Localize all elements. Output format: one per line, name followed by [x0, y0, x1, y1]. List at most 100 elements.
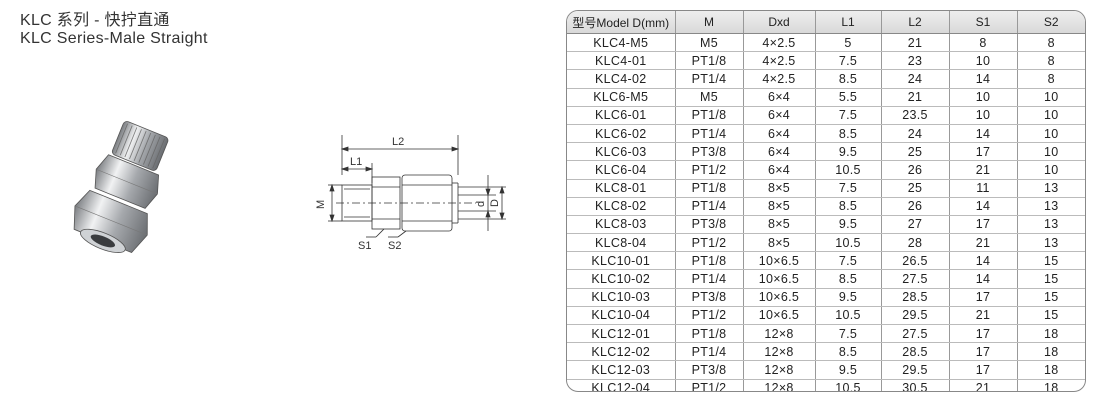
table-cell: 12×8: [743, 379, 816, 391]
table-cell: 15: [1017, 288, 1085, 307]
table-cell: 5.5: [815, 88, 882, 107]
table-cell: 28.5: [881, 342, 950, 362]
table-cell: 14: [949, 251, 1018, 271]
table-cell: KLC12-04: [567, 379, 676, 391]
label-s1: S1: [358, 240, 371, 252]
table-cell: KLC6-M5: [567, 88, 676, 107]
table-cell: 7.5: [815, 324, 882, 344]
table-cell: 9.5: [815, 288, 882, 307]
table-cell: 10: [1017, 124, 1085, 144]
table-cell: 8×5: [743, 179, 816, 198]
table-cell: PT1/2: [675, 160, 744, 180]
table-cell: 10×6.5: [743, 306, 816, 326]
table-cell: 21: [881, 88, 950, 107]
table-cell: 11: [949, 179, 1018, 198]
table-cell: 4×2.5: [743, 33, 816, 53]
table-cell: KLC10-04: [567, 306, 676, 326]
table-cell: 21: [949, 306, 1018, 326]
table-cell: 24: [881, 69, 950, 89]
table-cell: PT1/4: [675, 269, 744, 289]
product-photo: [73, 121, 169, 254]
title-chinese: KLC 系列 - 快拧直通: [20, 12, 170, 29]
table-cell: 29.5: [881, 360, 950, 380]
table-cell: 14: [949, 69, 1018, 89]
table-cell: 8: [949, 33, 1018, 53]
table-cell: 15: [1017, 251, 1085, 271]
table-cell: PT1/4: [675, 197, 744, 216]
table-cell: KLC12-02: [567, 342, 676, 362]
table-cell: 10: [1017, 142, 1085, 162]
table-cell: 10: [1017, 88, 1085, 107]
table-cell: 10: [949, 106, 1018, 125]
table-cell: PT3/8: [675, 215, 744, 235]
table-cell: 10.5: [815, 379, 882, 391]
table-cell: 18: [1043, 381, 1059, 392]
table-cell: 17: [949, 324, 1018, 344]
table-cell: 29.5: [881, 306, 950, 326]
table-cell: 7.5: [815, 251, 882, 271]
label-l2: L2: [392, 136, 404, 148]
table-cell: 9.5: [815, 215, 882, 235]
table-cell: 8×5: [743, 197, 816, 216]
table-cell: PT3/8: [675, 142, 744, 162]
table-cell: 17: [949, 288, 1018, 307]
table-cell: 28: [881, 233, 950, 253]
table-cell: PT1/8: [675, 251, 744, 271]
table-cell: 25: [881, 179, 950, 198]
column-header: L1: [815, 11, 882, 34]
table-cell: 14: [949, 197, 1018, 216]
table-cell: 18: [1017, 360, 1085, 380]
table-cell: 10×6.5: [743, 288, 816, 307]
table-cell: 23: [881, 51, 950, 71]
table-cell: 10: [1017, 160, 1085, 180]
table-cell: 8: [1017, 69, 1085, 89]
table-cell: 13: [1017, 179, 1085, 198]
table-cell: 12×8: [743, 360, 816, 380]
table-cell: 10: [1017, 106, 1085, 125]
table-cell: 6×4: [743, 142, 816, 162]
table-cell: 10×6.5: [743, 251, 816, 271]
table-cell: PT1/2: [675, 306, 744, 326]
table-cell: 9.5: [815, 142, 882, 162]
table-cell: 21: [881, 33, 950, 53]
table-cell: PT1/4: [675, 342, 744, 362]
table-cell: 7.5: [815, 51, 882, 71]
table-cell: M5: [675, 88, 744, 107]
label-d-small: d: [475, 201, 487, 207]
table-cell: PT1/2: [675, 233, 744, 253]
page-title: KLC 系列 - 快拧直通 KLC Series-Male Straight: [20, 12, 208, 48]
table-cell: M5: [675, 33, 744, 53]
table-cell: 30.5: [881, 379, 950, 391]
table-cell: KLC10-02: [567, 269, 676, 289]
table-cell: 10.5: [815, 160, 882, 180]
table-cell: 6×4: [743, 124, 816, 144]
title-english: KLC Series-Male Straight: [20, 30, 208, 47]
table-cell: 10.5: [815, 233, 882, 253]
table-cell: 17: [949, 342, 1018, 362]
table-cell: 17: [949, 360, 1018, 380]
label-d-big: D: [489, 199, 501, 207]
table-cell: 10×6.5: [743, 269, 816, 289]
table-cell: 26.5: [881, 251, 950, 271]
table-cell: 21: [949, 160, 1018, 180]
column-header: 型号Model D(mm): [567, 11, 676, 34]
table-cell: 8.5: [815, 269, 882, 289]
table-cell: KLC4-02: [567, 69, 676, 89]
table-cell: 4×2.5: [743, 69, 816, 89]
table-cell: 6×4: [743, 88, 816, 107]
table-cell: KLC4-M5: [567, 33, 676, 53]
table-cell: 12×8: [743, 324, 816, 344]
table-cell: 18: [1017, 324, 1085, 344]
